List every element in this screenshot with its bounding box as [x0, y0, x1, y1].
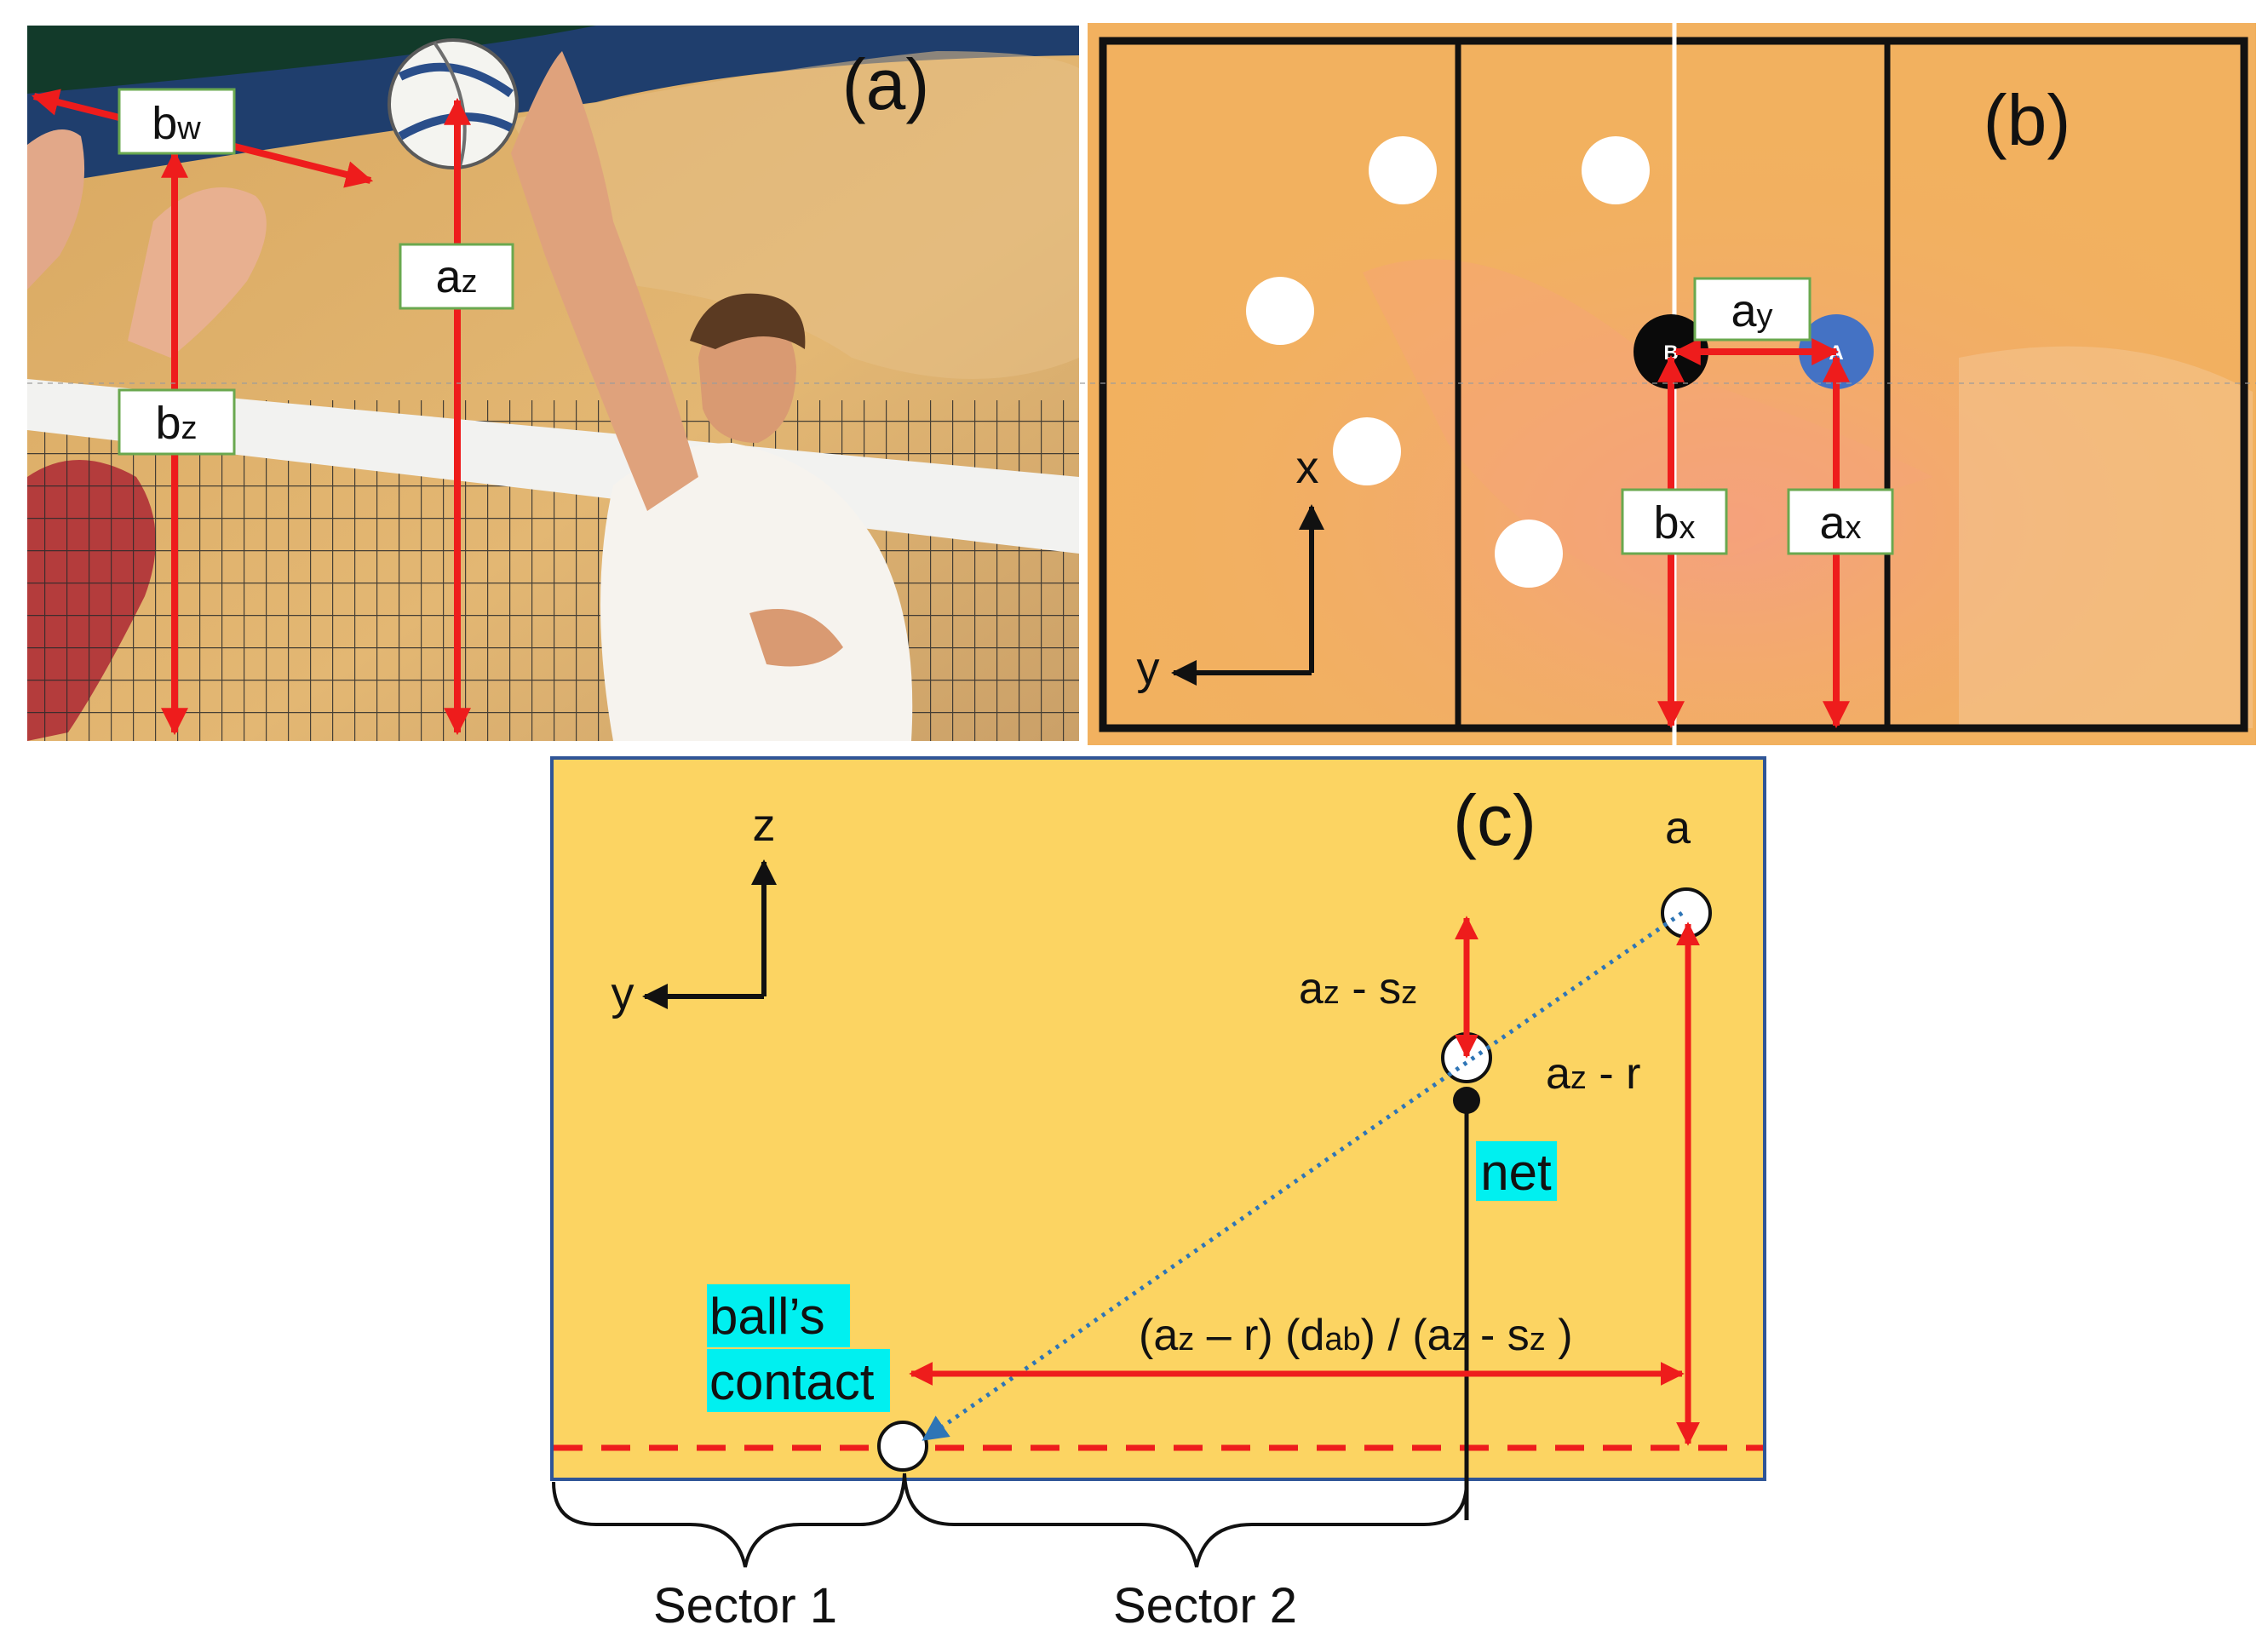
svg-text:bz: bz: [155, 398, 197, 449]
court-light: [1959, 346, 2253, 728]
contact-label-bg-1: [707, 1284, 850, 1347]
sector-1-label: Sector 1: [653, 1578, 837, 1633]
bw-label: bw: [118, 88, 236, 155]
panel-b-tag: (b): [1984, 80, 2071, 160]
svg-text:bw: bw: [152, 98, 201, 149]
volleyball: [388, 38, 519, 169]
axis-x-label: x: [1296, 442, 1319, 493]
net-label: net: [1480, 1144, 1552, 1201]
bz-label: bz: [118, 388, 236, 456]
point-a-label: a: [1665, 802, 1691, 853]
net-top-dot: [1453, 1087, 1480, 1114]
sector-1-brace: [552, 1473, 906, 1568]
svg-text:bx: bx: [1653, 497, 1695, 548]
trajectory-line: [922, 910, 1684, 1442]
az-r-label: az - r: [1546, 1049, 1640, 1099]
player-dot-5: [1495, 520, 1563, 588]
az-label: az: [399, 243, 514, 310]
sector-2-label: Sector 2: [1113, 1578, 1297, 1633]
ay-label: ay: [1693, 277, 1812, 342]
player-dot-3: [1333, 417, 1401, 485]
contact-label-line1: ball’s: [709, 1288, 825, 1345]
axis-y-label-c: y: [611, 968, 634, 1019]
distance-formula: (az – r) (dab) / (az - sz ): [1139, 1311, 1573, 1360]
spiker-arm: [511, 51, 698, 511]
bx-label: bx: [1621, 488, 1728, 555]
spiker-shirt: [600, 443, 913, 741]
net-label-bg: [1476, 1141, 1557, 1201]
axis-z-label: z: [753, 800, 776, 851]
contact-label-line2: contact: [709, 1353, 875, 1410]
player-b-dot: [1634, 314, 1708, 389]
contact-label-bg-2: [707, 1349, 890, 1412]
player-dot-2: [1246, 277, 1314, 345]
spiker-hair: [690, 293, 806, 349]
player-dot-4: [1582, 136, 1650, 204]
az-sz-label: az - sz: [1299, 964, 1417, 1013]
player-dot-1: [1369, 136, 1437, 204]
svg-text:ax: ax: [1819, 497, 1861, 548]
ball-contact: [877, 1421, 928, 1472]
svg-text:az: az: [435, 251, 477, 302]
svg-text:ay: ay: [1731, 285, 1772, 336]
panel-a-tag: (a): [842, 44, 930, 124]
panel-c-tag: (c): [1453, 780, 1536, 860]
panel-b: B A ay bx ax x y (b): [1088, 23, 2256, 745]
sector-2-brace: [903, 1473, 1468, 1568]
spiker-hand: [749, 609, 843, 667]
panel-a: bw bz az (a): [27, 26, 1079, 741]
panel-c: z y (c) a az - sz az - r net ball’s cont…: [550, 756, 1766, 1633]
ax-label: ax: [1787, 488, 1894, 555]
hall-shape: [511, 51, 1079, 379]
axis-y-label: y: [1137, 643, 1160, 694]
